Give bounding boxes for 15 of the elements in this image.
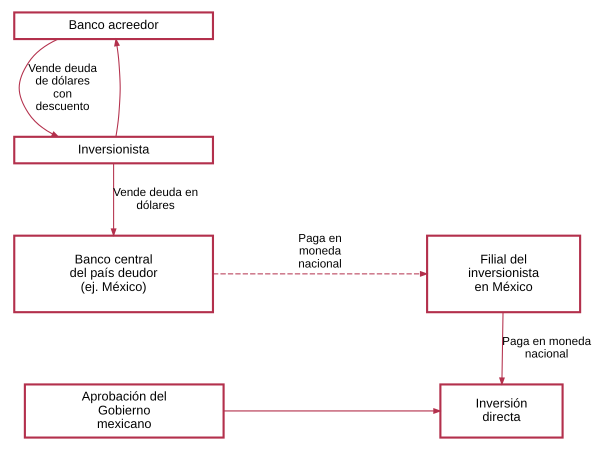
node-box: Inversión directa bbox=[439, 383, 564, 439]
node-box: Banco central del país deudor (ej. México) bbox=[13, 234, 214, 314]
edge-label: Paga en moneda nacional bbox=[298, 232, 342, 270]
arrow bbox=[224, 408, 442, 414]
node-box: Banco acreedor bbox=[13, 11, 214, 40]
arrow bbox=[499, 312, 505, 386]
arrow bbox=[114, 38, 121, 137]
arrow bbox=[18, 38, 60, 138]
edge-label: Vende deuda de dólares con descuento bbox=[28, 62, 98, 114]
node-box: Filial del inversionista en México bbox=[426, 234, 582, 314]
edge-label: Paga en moneda nacional bbox=[502, 334, 592, 361]
arrow bbox=[110, 164, 117, 237]
node-box: Aprobación del Gobierno mexicano bbox=[24, 383, 225, 439]
arrow bbox=[213, 270, 428, 277]
node-box: Inversionista bbox=[13, 136, 214, 164]
